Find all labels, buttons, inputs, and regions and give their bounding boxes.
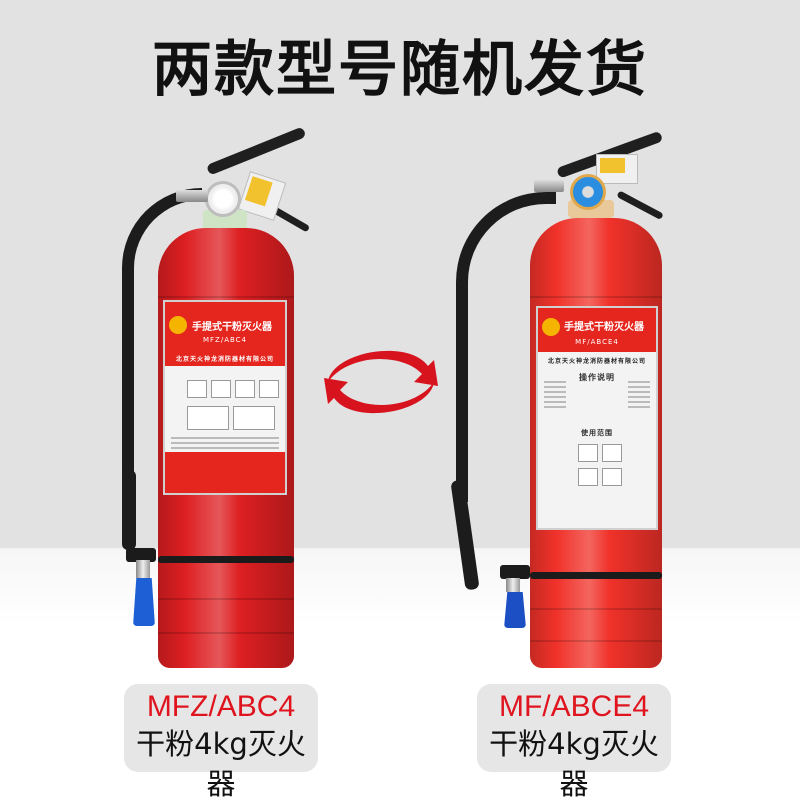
label-section-operation: 操作说明: [579, 373, 615, 382]
usage-icons: [187, 380, 279, 398]
body-ring: [530, 608, 662, 610]
usage-icons: [578, 468, 622, 486]
label-section-range: 使用范围: [581, 429, 613, 437]
headline: 两款型号随机发货: [0, 30, 800, 114]
label-maker: 北京天火神龙消防器材有限公司: [175, 356, 274, 363]
headline-plain: 两款型号: [152, 35, 400, 105]
caption-model: MF/ABCE4: [498, 690, 650, 723]
hose-strap: [158, 556, 294, 563]
body-ring: [158, 598, 294, 600]
label-title: 手提式干粉灭火器: [192, 322, 272, 333]
hose-clip: [500, 565, 530, 579]
body-ring: [530, 296, 662, 298]
valve-neck: [203, 210, 247, 232]
product-label: 手提式干粉灭火器 MF/ABCE4 北京天火神龙消防器材有限公司 操作说明 使用…: [536, 306, 658, 530]
body-ring: [530, 640, 662, 642]
inspection-tag: [596, 154, 638, 184]
warning-panel: [165, 452, 285, 493]
caption-description: 干粉4kg灭火器: [489, 727, 659, 801]
nozzle: [504, 592, 526, 628]
hose-strap: [530, 572, 662, 579]
spec-lines: [165, 434, 285, 452]
extinguisher-left: 手提式干粉灭火器 MFZ/ABC4 北京天火神龙消防器材有限公司: [100, 126, 330, 680]
body-ring: [158, 296, 294, 298]
operation-icons: [187, 406, 275, 430]
label-title: 手提式干粉灭火器: [564, 322, 644, 333]
body-ring: [158, 632, 294, 634]
caption-left: MFZ/ABC4 干粉4kg灭火器: [124, 684, 318, 801]
caption-model: MFZ/ABC4: [146, 690, 296, 723]
spec-lines: [538, 378, 572, 411]
label-model: MF/ABCE4: [575, 338, 619, 346]
spec-lines: [622, 378, 656, 411]
nozzle-collar: [506, 578, 520, 592]
nozzle-collar: [136, 560, 150, 578]
nozzle: [133, 578, 155, 626]
hose-clip: [126, 548, 156, 562]
product-label: 手提式干粉灭火器 MFZ/ABC4 北京天火神龙消防器材有限公司: [163, 300, 287, 495]
lever-bottom: [616, 190, 664, 221]
headline-highlight: 随机发货: [398, 30, 656, 114]
pressure-gauge: [205, 181, 241, 217]
hose-connector: [534, 180, 564, 192]
swap-arrows-icon: [324, 350, 438, 414]
brand-logo: [169, 316, 187, 334]
label-maker: 北京天火神龙消防器材有限公司: [547, 358, 646, 365]
headline-highlight-text: 随机发货: [400, 35, 648, 105]
floor-edge: [0, 548, 800, 550]
caption-description: 干粉4kg灭火器: [136, 727, 306, 801]
brand-logo: [542, 318, 560, 336]
hose-connector: [176, 190, 208, 202]
label-model: MFZ/ABC4: [202, 336, 248, 344]
usage-icons: [578, 444, 622, 462]
hose-lower: [122, 470, 136, 550]
pressure-gauge: [570, 174, 606, 210]
extinguisher-right: 手提式干粉灭火器 MF/ABCE4 北京天火神龙消防器材有限公司 操作说明 使用…: [450, 130, 700, 680]
caption-right: MF/ABCE4 干粉4kg灭火器: [477, 684, 671, 801]
